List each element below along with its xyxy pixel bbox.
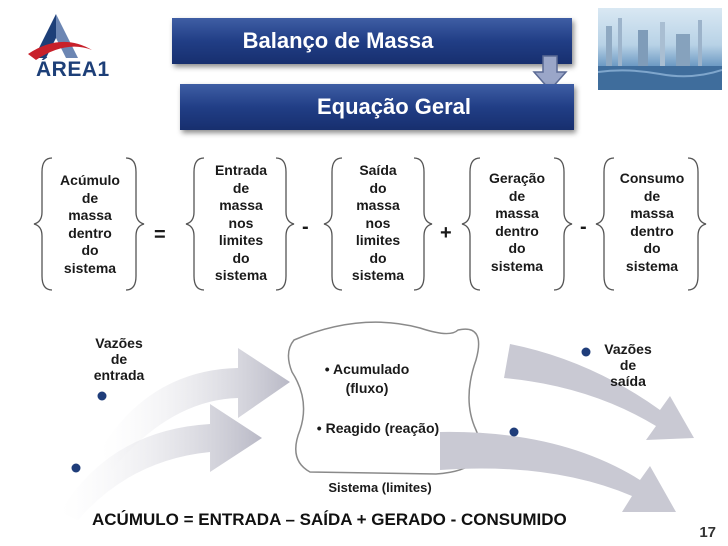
operator-minus-1: - [302, 216, 309, 238]
outflow-arrow-upper [504, 344, 694, 440]
inflow-arrow-upper [100, 348, 290, 470]
page-number: 17 [699, 524, 716, 541]
final-equation: ACÚMULO = ENTRADA – SAÍDA + GERADO - CON… [92, 510, 567, 529]
reacted-label: • Reagido (reação) [316, 420, 440, 436]
term-output: Saída do massa nos limites do sistema [351, 162, 405, 283]
term-generation: Geração de massa dentro do sistema [488, 170, 546, 274]
refinery-photo [598, 8, 722, 90]
term-accumulation: Acúmulo de massa dentro do sistema [60, 172, 120, 276]
inflow-arrow-lower [60, 404, 262, 520]
page-subtitle: Equação Geral [316, 94, 472, 119]
connector-arrow-icon [530, 54, 570, 99]
operator-minus-2: - [580, 216, 587, 238]
equation-braces [33, 157, 707, 291]
term-input: Entrada de massa nos limites do sistema [214, 162, 268, 283]
bullet-dot [581, 347, 591, 357]
logo-text: ÁREA1 [36, 58, 110, 81]
flow-diagram [60, 321, 694, 520]
bullet-dot [97, 391, 107, 401]
outflow-label: Vazões de saída [604, 341, 652, 389]
area1-logo [6, 10, 136, 90]
operator-equals: = [154, 224, 166, 246]
outflow-arrow-lower [440, 431, 676, 512]
term-consumption: Consumo de massa dentro do sistema [619, 170, 685, 274]
operator-plus: + [440, 222, 452, 244]
subtitle-bar: Equação Geral [180, 84, 574, 130]
bullet-dot [71, 463, 81, 473]
system-label: Sistema (limites) [328, 480, 432, 495]
accumulated-label: • Acumulado (fluxo) [324, 361, 410, 396]
system-boundary [287, 321, 481, 475]
bullet-dot [509, 427, 519, 437]
inflow-label: Vazões de entrada [93, 335, 145, 383]
title-bar: Balanço de Massa [172, 18, 572, 64]
page-title: Balanço de Massa [242, 28, 434, 53]
